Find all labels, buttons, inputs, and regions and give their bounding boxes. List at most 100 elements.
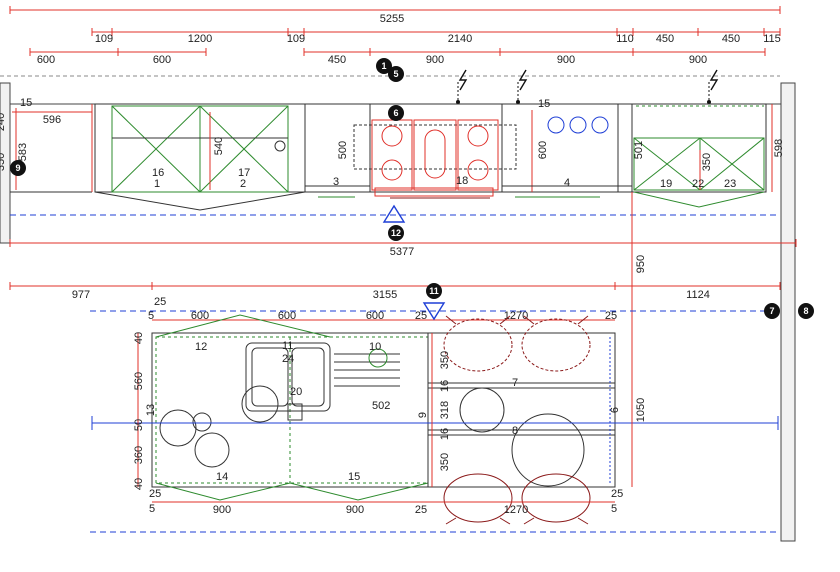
base-cabinet-run xyxy=(10,103,780,216)
dim-island-bottom-900a: 900 xyxy=(213,504,231,516)
electrical-outlet-icon xyxy=(707,69,719,104)
chair-icon xyxy=(443,315,513,372)
dim-row2-5: 110 xyxy=(616,33,634,45)
dim-wall-15: 15 xyxy=(20,97,32,109)
marker-9: 9 xyxy=(10,160,26,176)
base-unit-labels: 16 1 17 2 3 18 4 19 22 23 xyxy=(152,167,736,190)
dim-950: 950 xyxy=(635,255,647,273)
dim-wall-596: 596 xyxy=(43,114,61,126)
dim-depth-540: 540 xyxy=(213,137,225,155)
label-unit-19: 19 xyxy=(660,178,672,190)
label-island-14: 14 xyxy=(216,471,228,483)
svg-text:11: 11 xyxy=(429,286,439,296)
dim-table-318: 318 xyxy=(439,401,451,419)
dim-depth-501: 501 xyxy=(633,141,645,159)
wall-side-dimensions: 15 596 583 240 350 xyxy=(0,97,92,190)
chair-icon xyxy=(521,473,591,525)
right-wall xyxy=(780,82,796,542)
dim-island-bottom-25c: 25 xyxy=(611,488,623,500)
svg-text:1: 1 xyxy=(381,61,386,71)
dim-row3-right-2: 900 xyxy=(426,54,444,66)
left-wall xyxy=(0,82,11,244)
dim-island-bottom-25b: 25 xyxy=(415,504,427,516)
dim-table-350a: 350 xyxy=(439,351,451,369)
label-island-20: 20 xyxy=(290,386,302,398)
dim-island-top-25a: 25 xyxy=(154,296,166,308)
cabinet-block-right xyxy=(631,103,767,193)
chair-icon xyxy=(521,315,591,372)
view-direction-triangle-icon xyxy=(422,302,446,321)
dim-depth-600: 600 xyxy=(537,141,549,159)
label-unit-4: 4 xyxy=(564,177,570,189)
dim-row3-right-3: 900 xyxy=(557,54,575,66)
svg-text:7: 7 xyxy=(769,306,774,316)
dim-total-width: 5255 xyxy=(380,13,404,25)
island-bottom-dimensions: 25 5 900 900 25 1270 25 5 xyxy=(90,488,780,533)
dim-1050: 1050 xyxy=(635,398,647,422)
island-row-dimensions: 977 3155 1124 xyxy=(9,282,781,312)
island xyxy=(91,314,779,525)
dim-island-top-600a: 600 xyxy=(191,310,209,322)
dim-row3-left-2: 600 xyxy=(153,54,171,66)
dim-left-360: 360 xyxy=(133,446,145,464)
dim-row2-7: 450 xyxy=(722,33,740,45)
view-direction-triangle-icon xyxy=(382,204,406,223)
island-labels: 12 11 24 10 20 14 15 7 8 502 9 6 xyxy=(195,340,621,483)
dim-island-top-600b: 600 xyxy=(278,310,296,322)
dim-depth-350: 350 xyxy=(701,153,713,171)
dim-depth-500: 500 xyxy=(337,141,349,159)
dim-island-top-5: 5 xyxy=(148,310,154,322)
label-island-10: 10 xyxy=(369,341,381,353)
dim-left-40a: 40 xyxy=(133,332,145,344)
marker-7: 7 xyxy=(764,303,780,319)
dim-depth-15: 15 xyxy=(538,98,550,110)
label-sink-502: 502 xyxy=(372,400,390,412)
dim-wall-350: 350 xyxy=(0,153,7,171)
cabinet-17 xyxy=(199,105,289,193)
dim-wall-240: 240 xyxy=(0,113,7,131)
dim-island-bottom-900b: 900 xyxy=(346,504,364,516)
label-unit-18: 18 xyxy=(456,175,468,187)
electrical-outlet-icon xyxy=(456,69,468,104)
label-island-15: 15 xyxy=(348,471,360,483)
electrical-outlets xyxy=(456,69,719,104)
walls xyxy=(0,75,796,542)
label-unit-16: 16 xyxy=(152,167,164,179)
dim-row2-6: 450 xyxy=(656,33,674,45)
dim-table-350b: 350 xyxy=(439,453,451,471)
marker-12: 12 xyxy=(388,225,404,241)
label-unit-23: 23 xyxy=(724,178,736,190)
chair-icon xyxy=(443,473,513,525)
svg-text:12: 12 xyxy=(391,228,401,238)
dim-island-top-25c: 25 xyxy=(605,310,617,322)
label-end-6: 6 xyxy=(609,407,621,413)
dim-row3-left-1: 600 xyxy=(37,54,55,66)
dim-wall-583: 583 xyxy=(17,143,29,161)
label-unit-2: 2 xyxy=(240,178,246,190)
svg-text:6: 6 xyxy=(393,108,398,118)
dim-island-bottom-25a: 25 xyxy=(149,488,161,500)
label-unit-17: 17 xyxy=(238,167,250,179)
dim-row3-right-1: 450 xyxy=(328,54,346,66)
label-end-9: 9 xyxy=(417,412,429,418)
height-950-dimension: 950 xyxy=(631,192,647,333)
dim-row3-right-4: 900 xyxy=(689,54,707,66)
view-direction-markers xyxy=(382,204,446,321)
label-unit-1: 1 xyxy=(154,178,160,190)
dim-row2-4: 2140 xyxy=(448,33,472,45)
dim-island-bottom-5a: 5 xyxy=(149,503,155,515)
dim-island-top-25b: 25 xyxy=(415,310,427,322)
unit-depth-dimensions: 540 500 600 501 350 598 15 xyxy=(213,98,785,171)
dim-island-right: 1124 xyxy=(686,289,710,301)
island-top-dimensions: 25 5 600 600 600 25 1270 25 xyxy=(148,296,617,322)
marker-1: 1 xyxy=(376,58,392,74)
dim-table-16a: 16 xyxy=(439,380,451,392)
height-1050-dimension: 1050 xyxy=(631,333,647,487)
dim-island-left: 977 xyxy=(72,289,90,301)
dim-wall-length: 5377 xyxy=(390,246,414,258)
electrical-outlet-icon xyxy=(516,69,528,104)
dim-island-width: 3155 xyxy=(373,289,397,301)
dim-left-40b: 40 xyxy=(133,478,145,490)
dim-row2-8: 115 xyxy=(763,33,781,45)
